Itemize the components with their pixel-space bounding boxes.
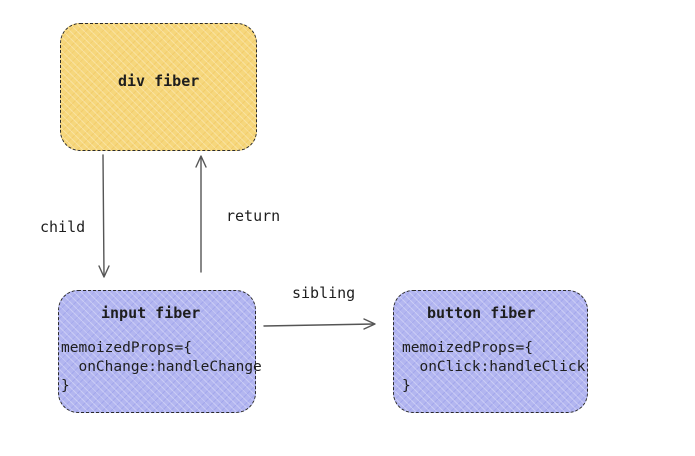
sibling-edge-label: sibling	[292, 284, 356, 302]
child-arrow	[98, 154, 110, 278]
button-fiber-props: memoizedProps={ onClick:handleClick }	[402, 340, 586, 394]
sibling-arrow	[263, 318, 376, 330]
input-fiber-node: input fiber memoizedProps={ onChange:han…	[58, 290, 262, 413]
input-fiber-title: input fiber	[101, 304, 201, 322]
input-fiber-props: memoizedProps={ onChange:handleChange }	[61, 340, 262, 394]
return-arrow	[195, 155, 207, 273]
button-fiber-node: button fiber memoizedProps={ onClick:han…	[393, 290, 588, 413]
div-fiber-title: div fiber	[118, 72, 200, 90]
return-edge-label: return	[226, 207, 281, 225]
child-edge-label: child	[40, 218, 86, 236]
button-fiber-title: button fiber	[427, 304, 536, 322]
div-fiber-node: div fiber	[60, 23, 257, 151]
